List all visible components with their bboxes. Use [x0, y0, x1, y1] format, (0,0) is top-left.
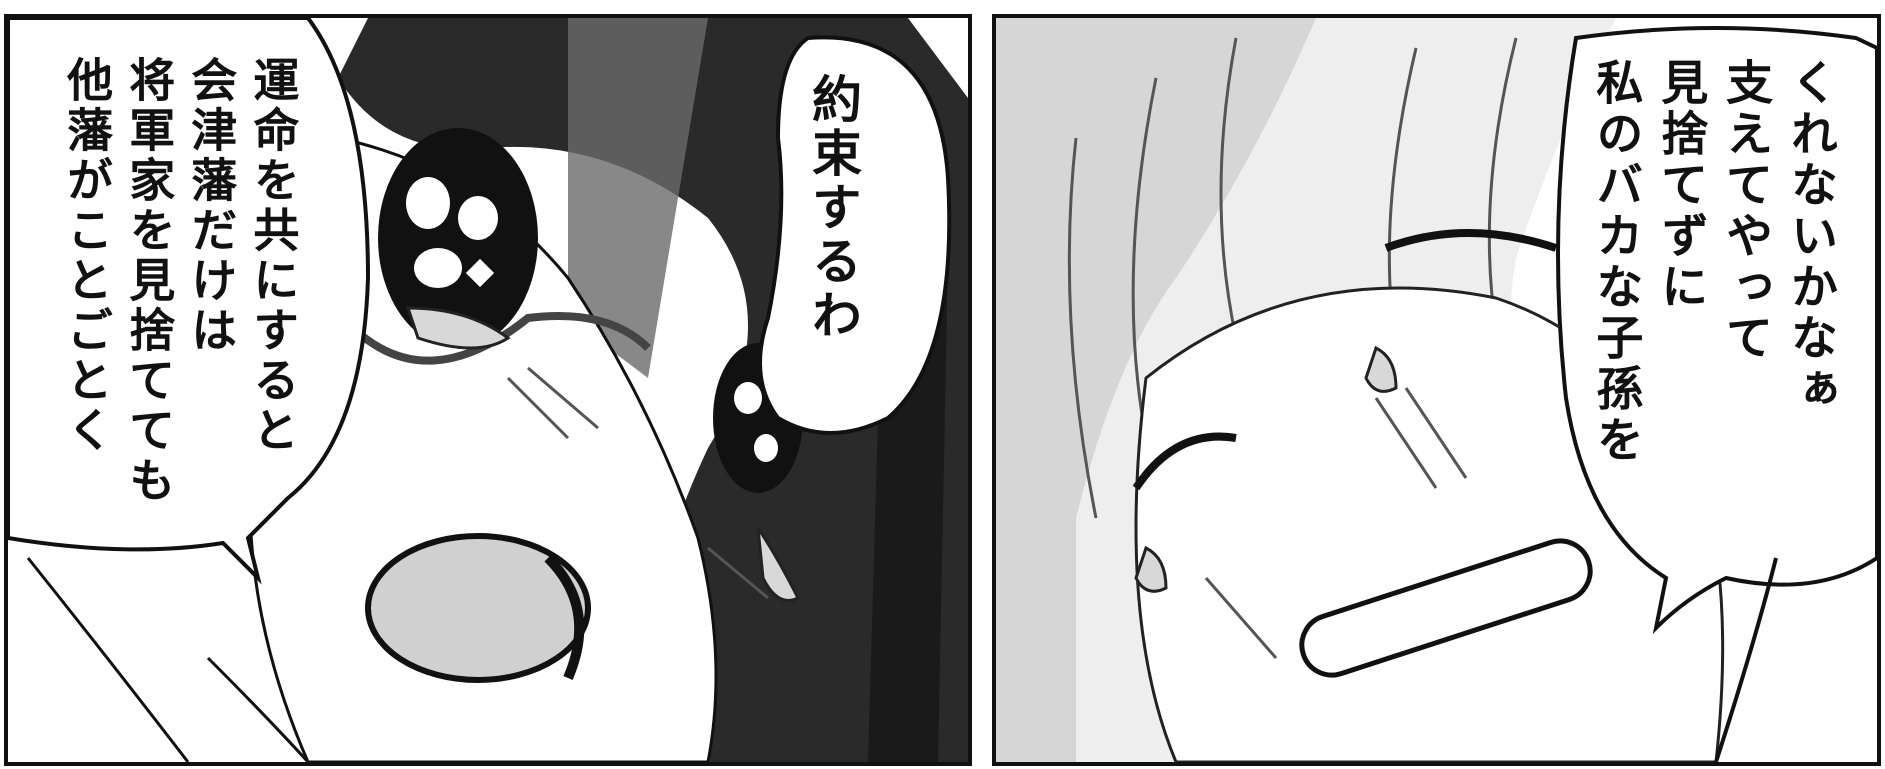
speech-bubble-right: くれないかなぁ 支えてやって 見捨てずに 私のバカな子孫を	[1587, 58, 1837, 466]
left-panel-artwork	[8, 18, 968, 762]
right-panel-artwork	[996, 18, 1877, 762]
speech-bubble-left-main: 運命を共にすると 会津藩だけは 将軍家を見捨てても 他藩がことごとく	[60, 56, 301, 506]
speech-bubble-promise: 約束するわ	[804, 73, 862, 343]
panel-right: くれないかなぁ 支えてやって 見捨てずに 私のバカな子孫を	[992, 14, 1881, 766]
panel-left: 約束するわ 運命を共にすると 会津藩だけは 将軍家を見捨てても 他藩がことごとく	[4, 14, 972, 766]
